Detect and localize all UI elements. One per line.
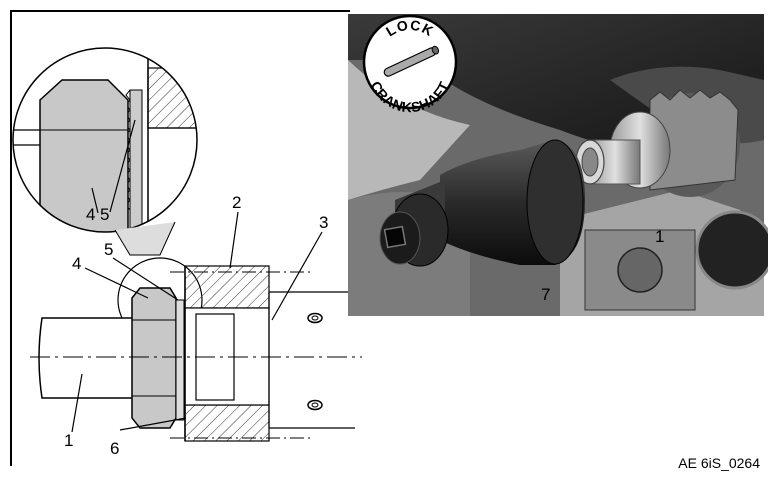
callout-3: 3 — [319, 213, 329, 232]
crankshaft-section — [30, 265, 362, 442]
crankshaft-gear — [609, 89, 740, 197]
frame-top-border — [10, 10, 350, 12]
callout-1-left: 1 — [64, 431, 74, 450]
callout-1-right: 1 — [655, 227, 665, 246]
detail-enlargement — [12, 47, 198, 256]
figure-caption: AE 6iS_0264 — [678, 455, 760, 471]
callout-4: 4 — [72, 254, 82, 273]
locking-tool — [379, 139, 585, 267]
callout-7: 7 — [541, 285, 551, 304]
crankshaft-stub — [575, 139, 641, 185]
callout-5: 5 — [104, 240, 114, 259]
callout-5-top: 5 — [100, 205, 110, 224]
callout-2: 2 — [232, 193, 242, 212]
frame-left-border — [10, 10, 12, 466]
callout-6: 6 — [110, 439, 120, 458]
lock-crankshaft-stamp: LOCK CRANKSHAFT — [362, 14, 458, 115]
callout-4-top: 4 — [86, 205, 96, 224]
